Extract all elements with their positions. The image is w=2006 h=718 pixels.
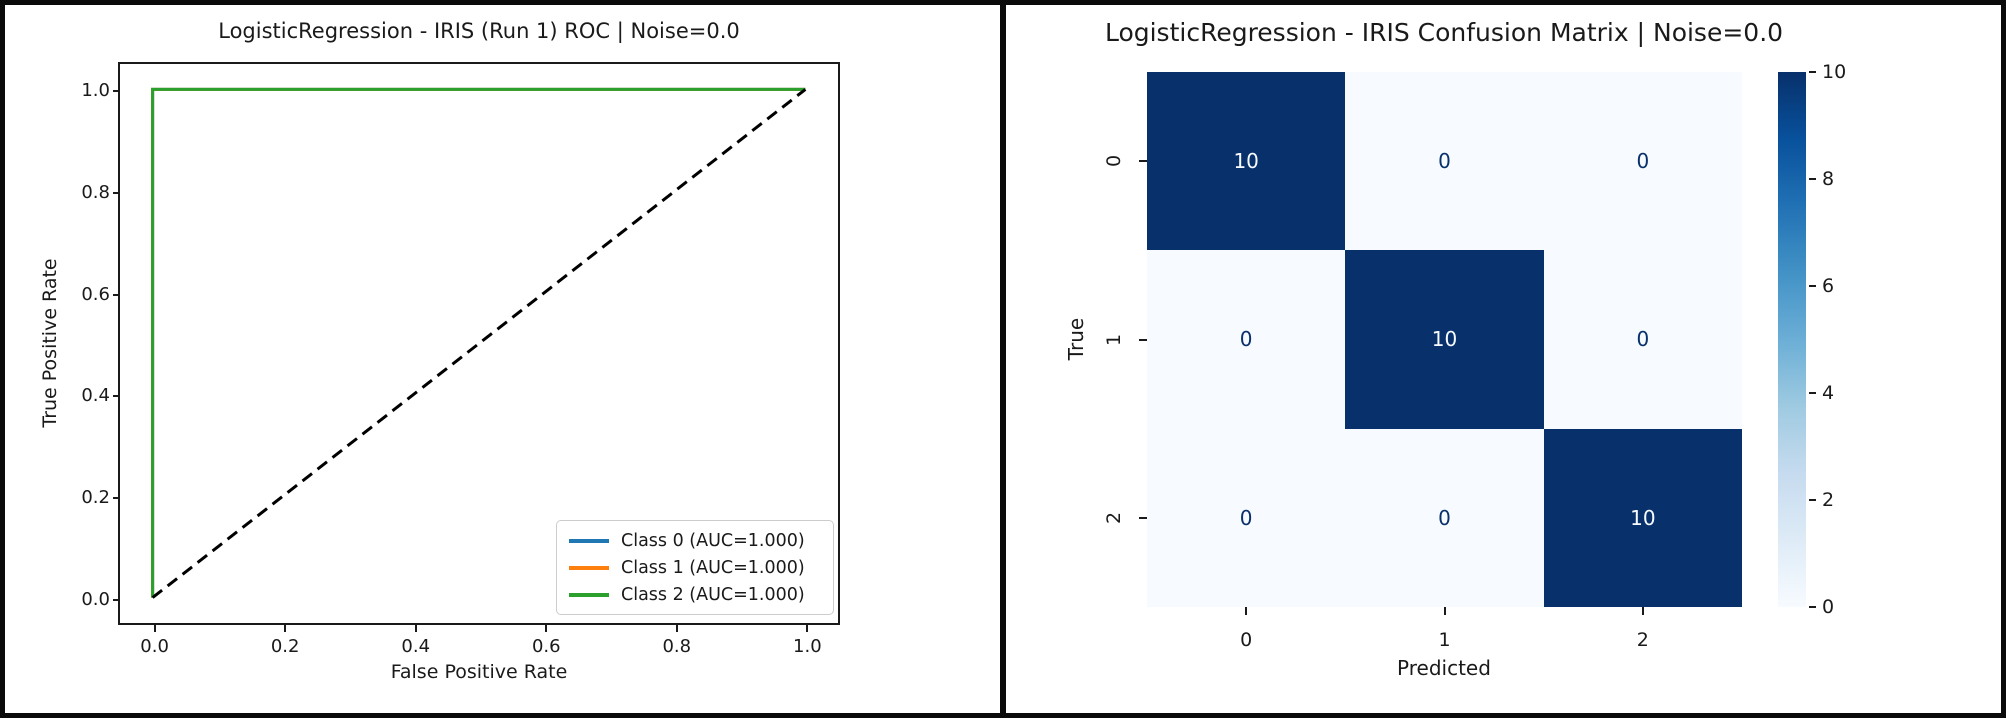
cm-x-axis-label: Predicted bbox=[1397, 656, 1491, 680]
cm-cell-2-2: 10 bbox=[1543, 428, 1742, 607]
cm-y-axis-label: True bbox=[1064, 317, 1088, 361]
roc-legend-entry: Class 0 (AUC=1.000) bbox=[569, 527, 825, 554]
cm-cell-0-1: 0 bbox=[1345, 72, 1544, 251]
roc-legend-line-swatch bbox=[569, 592, 609, 597]
roc-x-tick-label: 0.0 bbox=[140, 636, 169, 657]
cm-cell-1-1: 10 bbox=[1345, 250, 1544, 429]
roc-legend-line-swatch bbox=[569, 538, 609, 543]
roc-x-tick-mark bbox=[675, 625, 678, 632]
roc-x-tick-label: 0.8 bbox=[662, 636, 692, 657]
roc-x-tick-mark bbox=[284, 625, 287, 632]
cm-col-tick-label: 0 bbox=[1240, 629, 1253, 651]
cm-cell-0-2: 0 bbox=[1543, 72, 1742, 251]
cm-y-tick-mark bbox=[1139, 338, 1147, 341]
cm-row-tick-label: 2 bbox=[1103, 511, 1125, 524]
cm-cell-1-0: 0 bbox=[1147, 250, 1346, 429]
roc-curves-canvas bbox=[151, 87, 807, 599]
panel-divider bbox=[1000, 5, 1006, 713]
confusion-matrix-title: LogisticRegression - IRIS Confusion Matr… bbox=[1104, 18, 1784, 47]
cm-x-tick-mark bbox=[1443, 607, 1446, 615]
roc-y-tick-mark bbox=[113, 90, 120, 93]
colorbar-tick-label: 2 bbox=[1822, 489, 1835, 511]
roc-x-tick-mark bbox=[414, 625, 417, 632]
roc-title: LogisticRegression - IRIS (Run 1) ROC | … bbox=[218, 19, 740, 43]
roc-legend-line-swatch bbox=[569, 565, 609, 570]
roc-x-tick-mark bbox=[153, 625, 156, 632]
cm-row-tick-label: 0 bbox=[1103, 155, 1125, 168]
colorbar-tick-label: 6 bbox=[1822, 275, 1835, 297]
colorbar-tick-mark bbox=[1809, 606, 1816, 608]
roc-panel: LogisticRegression - IRIS (Run 1) ROC | … bbox=[5, 5, 1000, 713]
roc-legend-entry: Class 2 (AUC=1.000) bbox=[569, 581, 825, 608]
roc-legend: Class 0 (AUC=1.000) Class 1 (AUC=1.000) Cl… bbox=[556, 520, 834, 615]
roc-x-tick-label: 0.6 bbox=[531, 636, 561, 657]
roc-y-tick-label: 0.4 bbox=[81, 385, 110, 407]
roc-legend-label: Class 0 (AUC=1.000) bbox=[621, 530, 805, 551]
roc-x-tick-label: 0.4 bbox=[401, 636, 431, 657]
roc-curve-class-2 bbox=[151, 87, 806, 598]
roc-y-tick-mark bbox=[113, 293, 120, 296]
chance-diagonal-line bbox=[151, 88, 807, 599]
cm-cell-1-2: 0 bbox=[1543, 250, 1742, 429]
roc-plot-area: Class 0 (AUC=1.000) Class 1 (AUC=1.000) Cl… bbox=[81, 62, 840, 657]
cm-col-tick-label: 2 bbox=[1636, 629, 1649, 651]
roc-x-axis-label: False Positive Rate bbox=[390, 661, 568, 683]
colorbar-tick-mark bbox=[1809, 285, 1816, 287]
colorbar-tick-mark bbox=[1809, 71, 1816, 73]
roc-x-tick-mark bbox=[545, 625, 548, 632]
cm-y-tick-mark bbox=[1139, 160, 1147, 163]
roc-legend-entry: Class 1 (AUC=1.000) bbox=[569, 554, 825, 581]
roc-y-tick-mark bbox=[113, 192, 120, 195]
roc-legend-label: Class 2 (AUC=1.000) bbox=[621, 584, 805, 605]
roc-y-tick-label: 0.2 bbox=[81, 486, 110, 508]
roc-y-tick-mark bbox=[113, 395, 120, 398]
colorbar-tick-label: 0 bbox=[1822, 596, 1835, 618]
colorbar-tick-label: 4 bbox=[1822, 382, 1835, 404]
roc-y-tick-mark bbox=[113, 496, 120, 499]
roc-legend-label: Class 1 (AUC=1.000) bbox=[621, 557, 805, 578]
cm-y-tick-mark bbox=[1139, 516, 1147, 519]
roc-y-tick-label: 0.8 bbox=[81, 182, 110, 204]
cm-col-tick-label: 1 bbox=[1438, 629, 1451, 651]
cm-cell-2-1: 0 bbox=[1345, 428, 1544, 607]
colorbar-tick-label: 10 bbox=[1822, 61, 1847, 83]
colorbar-tick-mark bbox=[1809, 392, 1816, 394]
roc-y-tick-label: 1.0 bbox=[81, 80, 110, 102]
roc-x-tick-label: 0.2 bbox=[270, 636, 300, 657]
colorbar-tick-mark bbox=[1809, 178, 1816, 180]
roc-y-tick-label: 0.0 bbox=[81, 588, 110, 610]
roc-x-tick-label: 1.0 bbox=[793, 636, 822, 657]
colorbar-tick-label: 8 bbox=[1822, 168, 1835, 190]
roc-y-tick-label: 0.6 bbox=[81, 283, 110, 305]
confusion-matrix-panel: LogisticRegression - IRIS Confusion Matr… bbox=[1006, 5, 2001, 713]
cm-x-tick-mark bbox=[1245, 607, 1248, 615]
cm-cell-0-0: 10 bbox=[1147, 72, 1346, 251]
roc-x-tick-mark bbox=[806, 625, 809, 632]
cm-cell-2-0: 0 bbox=[1147, 428, 1346, 607]
colorbar-tick-mark bbox=[1809, 499, 1816, 501]
cm-x-tick-mark bbox=[1641, 607, 1644, 615]
cm-row-tick-label: 1 bbox=[1103, 333, 1125, 346]
colorbar bbox=[1778, 72, 1806, 607]
roc-y-tick-mark bbox=[113, 598, 120, 601]
